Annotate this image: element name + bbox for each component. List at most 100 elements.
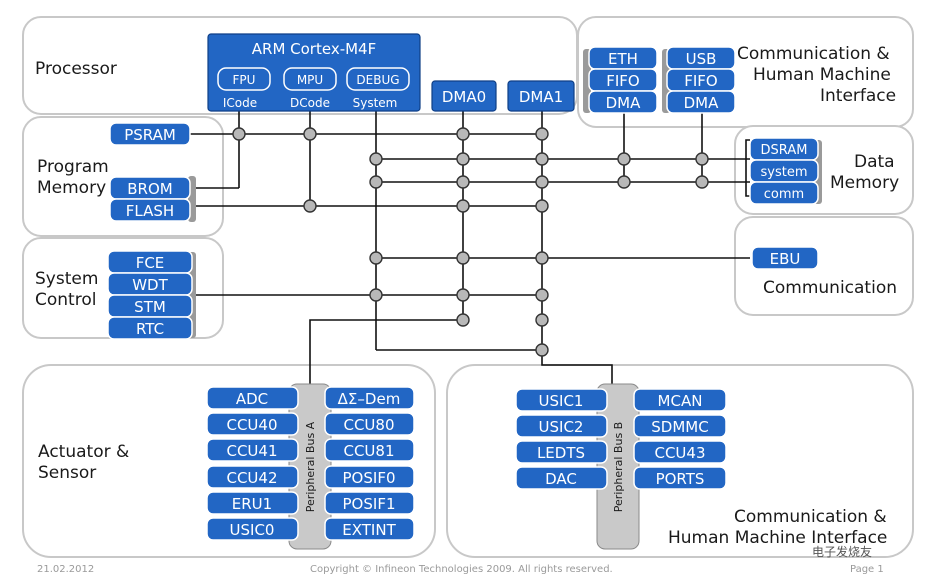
posif0-label: POSIF0	[343, 469, 396, 487]
eth-block: ETH	[588, 46, 658, 70]
junction-node	[369, 152, 383, 166]
junction-node	[456, 288, 470, 302]
posif1-label: POSIF1	[343, 495, 396, 513]
bus-junction-nodes	[232, 127, 709, 357]
usic2-block	[515, 414, 608, 438]
dma1-block: DMA1	[507, 80, 575, 112]
sdmmc-label: SDMMC	[651, 418, 708, 436]
system-port-label: System	[353, 96, 398, 110]
junction-node	[535, 288, 549, 302]
bus-b-right-peripherals: MCAN SDMMC CCU43 PORTS	[633, 388, 727, 490]
usb-fifo-label: FIFO	[684, 72, 718, 90]
debug-label: DEBUG	[356, 73, 399, 87]
peripheral-bus-a-label: Peripheral Bus A	[304, 421, 317, 512]
program-memory-label-2: Memory	[37, 178, 106, 198]
icode-port-label: ICode	[223, 96, 257, 110]
dsram-comm-label: comm	[764, 187, 804, 202]
eru1-block	[206, 491, 299, 515]
junction-node	[369, 175, 383, 189]
communication-label: Communication	[763, 278, 897, 298]
dsd-block	[324, 386, 415, 410]
junction-node	[535, 175, 549, 189]
extint-label: EXTINT	[342, 521, 396, 539]
junction-node	[456, 127, 470, 141]
eth-fifo-block: FIFO	[588, 68, 658, 92]
fpu-label: FPU	[233, 73, 256, 87]
communication-group	[734, 216, 914, 316]
rtc-label: RTC	[136, 320, 164, 338]
actuator-sensor-label-2: Sensor	[38, 463, 96, 483]
junction-node	[303, 199, 317, 213]
processor-label: Processor	[35, 59, 117, 79]
eth-label: ETH	[608, 50, 638, 68]
eth-dma-label: DMA	[606, 94, 641, 112]
comm-hmi-bottom-label-2: Human Machine Interface	[668, 528, 887, 548]
dma1-label: DMA1	[519, 88, 563, 106]
mcan-label: MCAN	[658, 392, 703, 410]
footer-copyright: Copyright © Infineon Technologies 2009. …	[310, 564, 613, 575]
watermark: 电子发烧友	[812, 544, 872, 559]
bus-b-left-peripherals: USIC1 USIC2 LEDTS DAC	[515, 388, 608, 490]
dsram-block: DSRAM	[749, 137, 819, 161]
footer-date: 21.02.2012	[37, 564, 94, 575]
flash-label: FLASH	[126, 202, 174, 220]
ccu42-block	[206, 465, 299, 489]
peripheral-bus-a: Peripheral Bus A	[288, 383, 332, 550]
usb-fifo-block: FIFO	[666, 68, 736, 92]
ccu42-label: CCU42	[226, 469, 277, 487]
ccu43-block	[633, 440, 727, 464]
bus-a-left-peripherals: ADC CCU40 CCU41 CCU42 ERU1 USIC0	[206, 386, 299, 541]
junction-node	[369, 288, 383, 302]
eth-fifo-label: FIFO	[606, 72, 640, 90]
data-memory-label-2: Memory	[830, 173, 899, 193]
junction-node	[617, 175, 631, 189]
wdt-label: WDT	[132, 276, 168, 294]
ledts-block	[515, 440, 608, 464]
sdmmc-block	[633, 414, 727, 438]
ebu-label: EBU	[770, 250, 801, 268]
usb-dma-label: DMA	[684, 94, 719, 112]
cpu-title: ARM Cortex-M4F	[252, 40, 376, 58]
bus-matrix-lines	[190, 111, 750, 386]
psram-block: PSRAM	[109, 122, 191, 146]
junction-node	[535, 251, 549, 265]
ports-block	[633, 466, 727, 490]
ccu81-block	[324, 438, 415, 462]
dsram-system-label: system	[761, 165, 808, 180]
ccu41-label: CCU41	[226, 442, 277, 460]
brom-block: BROM	[109, 176, 191, 200]
dsram-comm-block: comm	[749, 181, 819, 205]
ports-label: PORTS	[656, 470, 705, 488]
usic1-label: USIC1	[539, 392, 584, 410]
ccu43-label: CCU43	[654, 444, 705, 462]
usic1-block	[515, 388, 608, 412]
ccu40-block	[206, 412, 299, 436]
junction-node	[456, 199, 470, 213]
fce-block: FCE	[107, 250, 193, 274]
ccu41-block	[206, 438, 299, 462]
mpu-unit	[283, 67, 337, 91]
junction-node	[456, 251, 470, 265]
ccu80-block	[324, 412, 415, 436]
junction-node	[303, 127, 317, 141]
junction-node	[535, 152, 549, 166]
dsram-label: DSRAM	[761, 143, 808, 158]
junction-node	[456, 313, 470, 327]
peripheral-bus-b-label: Peripheral Bus B	[612, 422, 625, 512]
posif1-block	[324, 491, 415, 515]
bus-a-right-peripherals: ΔΣ–Dem CCU80 CCU81 POSIF0 POSIF1 EXTINT	[324, 386, 415, 541]
usb-dma-block: DMA	[666, 90, 736, 114]
dac-label: DAC	[545, 470, 577, 488]
dac-block	[515, 466, 608, 490]
comm-hmi-top-label-1: Communication &	[737, 44, 890, 64]
debug-unit	[346, 67, 410, 91]
comm-hmi-top-label-3: Interface	[820, 86, 896, 106]
wdt-block: WDT	[107, 272, 193, 296]
dsd-label: ΔΣ–Dem	[338, 390, 401, 408]
ledts-label: LEDTS	[537, 444, 585, 462]
program-memory-label-1: Program	[37, 157, 109, 177]
fpu-unit	[217, 67, 271, 91]
usic0-block	[206, 517, 299, 541]
cpu-block: ARM Cortex-M4F FPU MPU DEBUG ICode DCode…	[207, 33, 421, 112]
